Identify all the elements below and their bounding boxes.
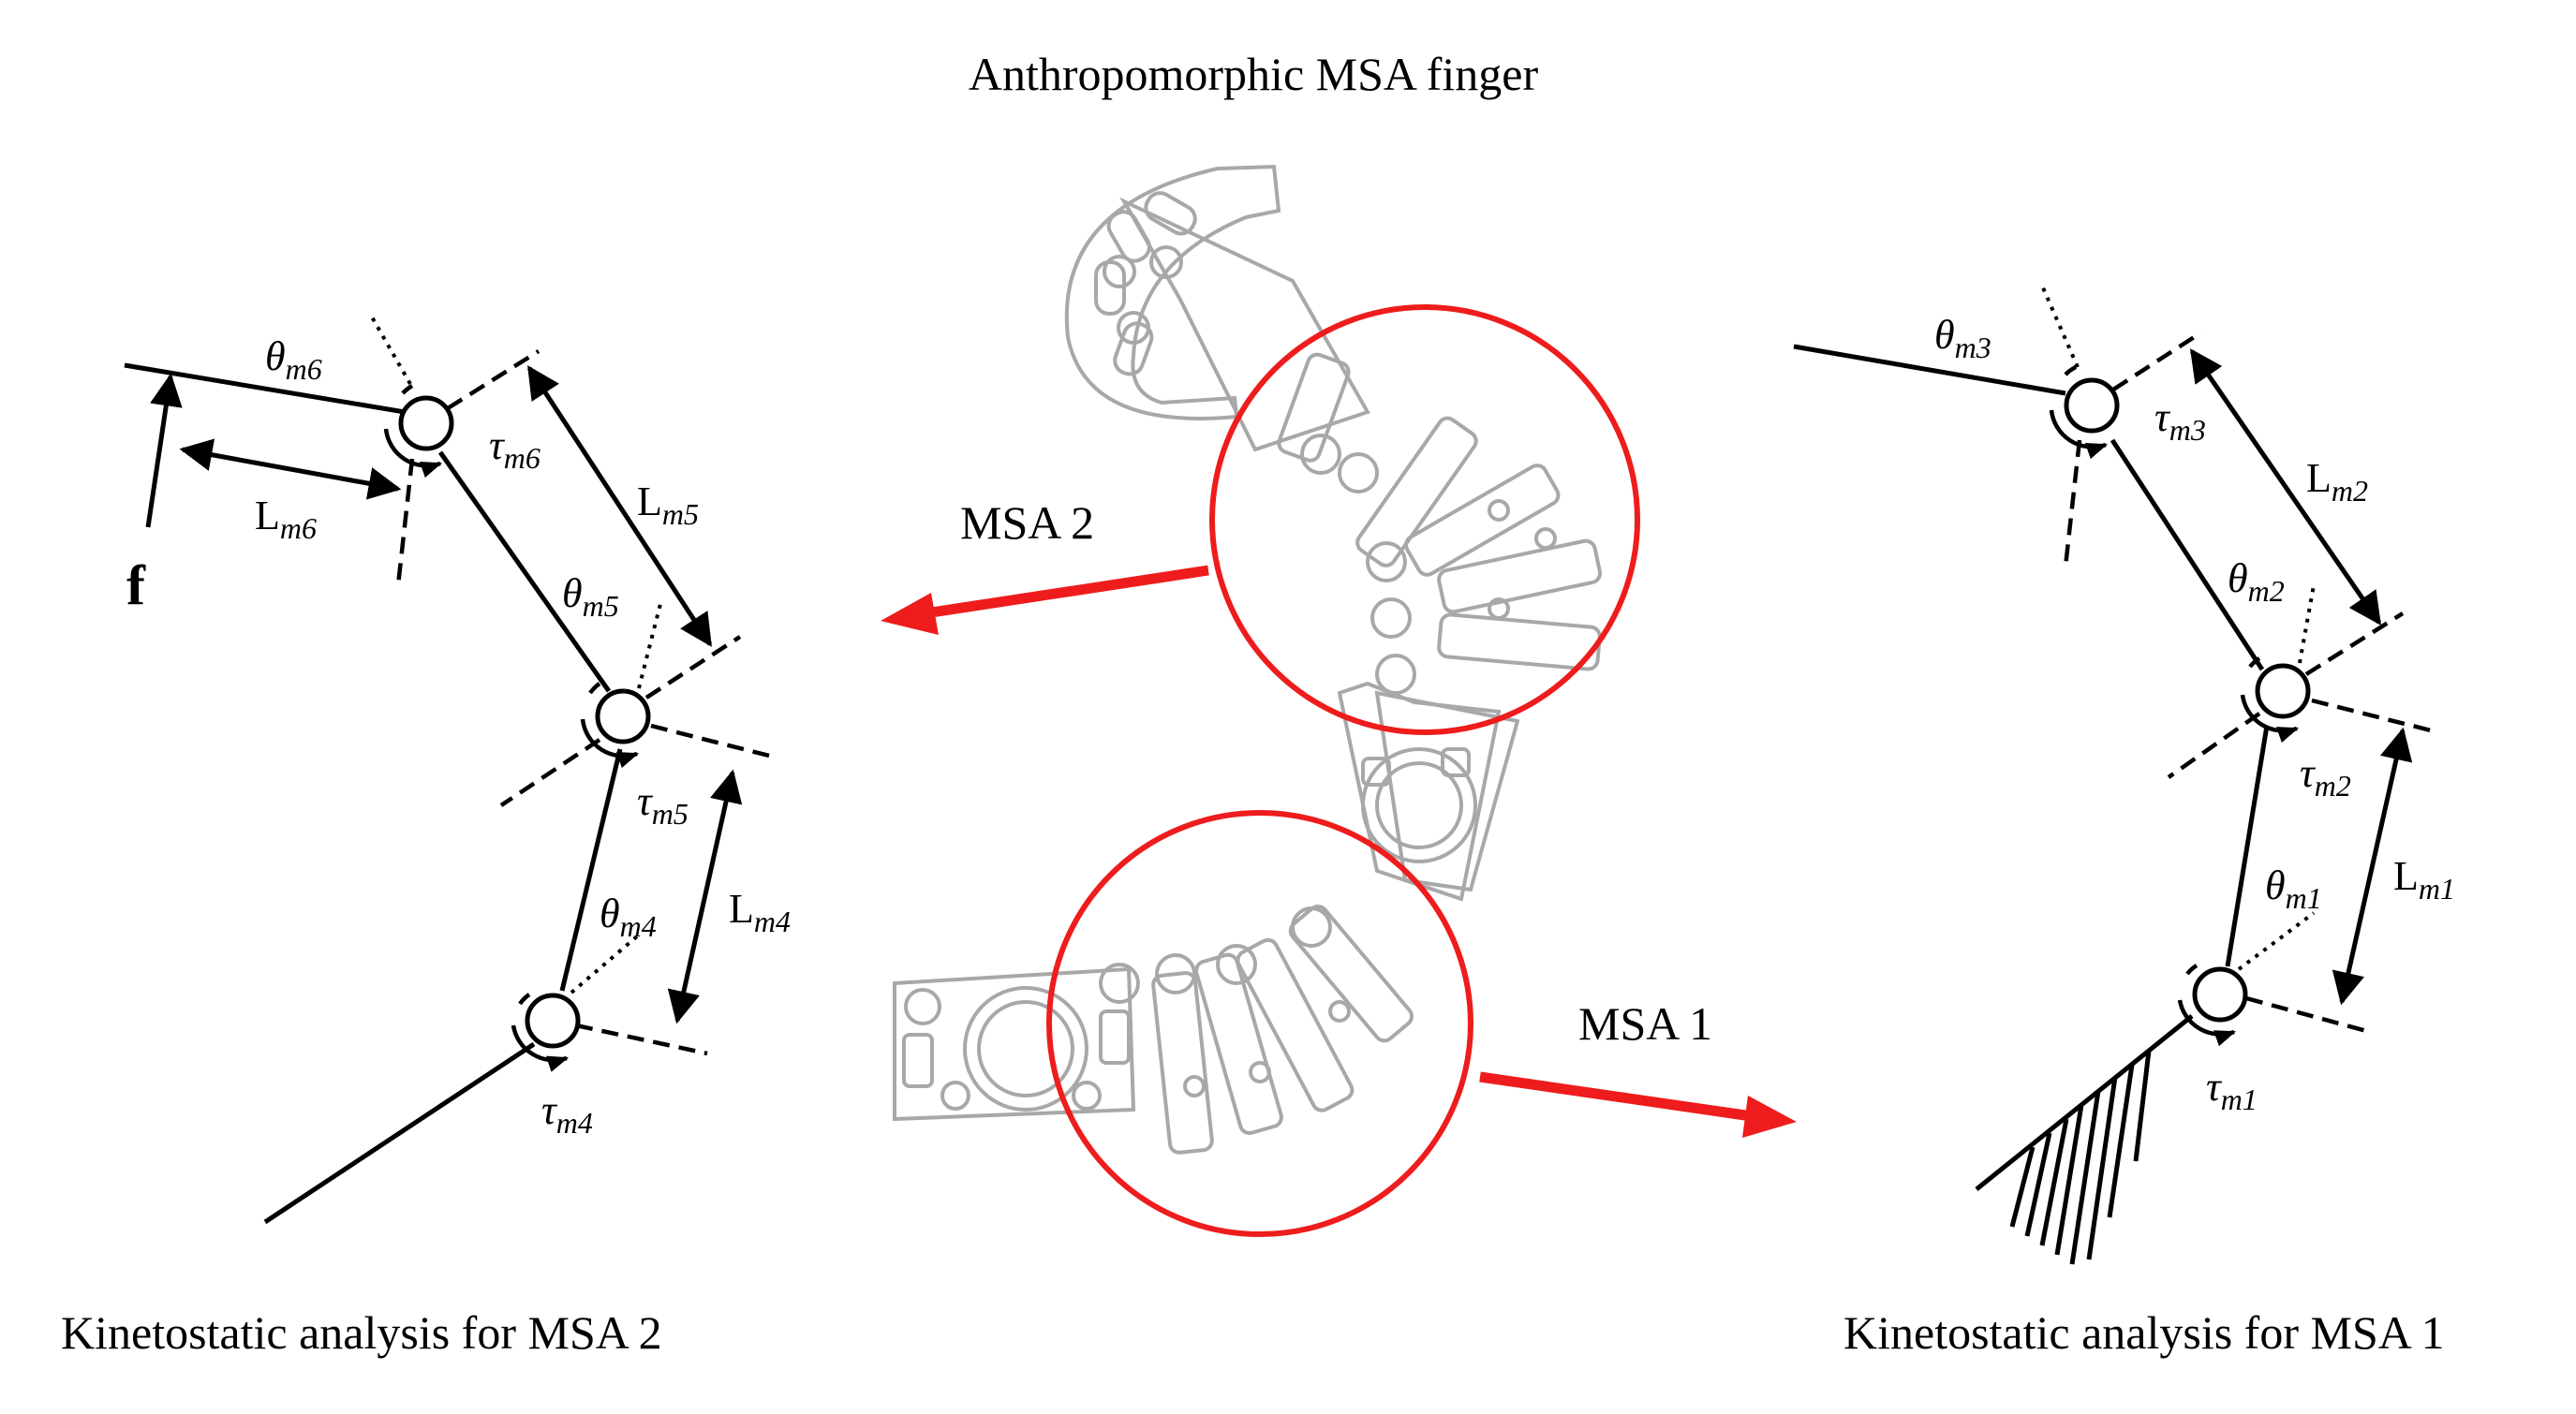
length-m2-label: Lm2 <box>2306 455 2368 508</box>
theta-m5-label: θm5 <box>562 570 619 623</box>
length-m6-label: Lm6 <box>255 493 317 545</box>
joint-m2 <box>2255 663 2311 719</box>
joint-m6 <box>398 395 454 451</box>
tau-m5-label: τm5 <box>637 778 688 831</box>
theta-m3-label: θm3 <box>1934 312 1991 364</box>
theta-m1-label: θm1 <box>2265 862 2322 915</box>
tau-m6-label: τm6 <box>489 422 540 475</box>
caption-right: Kinetostatic analysis for MSA 1 <box>1843 1306 2445 1359</box>
theta-m2-label: θm2 <box>2228 555 2285 608</box>
joint-m4 <box>525 993 581 1049</box>
figure-title: Anthropomorphic MSA finger <box>969 48 1539 100</box>
force-label: f <box>126 554 146 616</box>
msa1-arrow-shaft <box>1479 1071 1753 1122</box>
tau-m3-label: τm3 <box>2154 394 2206 447</box>
tau-m4-label: τm4 <box>541 1087 593 1140</box>
length-m1-label: Lm1 <box>2393 853 2455 906</box>
joint-m5 <box>595 688 651 744</box>
msa1-links <box>1099 905 1414 1155</box>
length-m4-label: Lm4 <box>729 886 791 938</box>
ground-hatching <box>2009 1050 2152 1265</box>
length-m5-label: Lm5 <box>637 479 699 531</box>
msa2-links <box>1277 352 1603 695</box>
tau-m2-label: τm2 <box>2300 750 2351 803</box>
finger-mechanism <box>893 164 1603 1155</box>
theta-m6-label: θm6 <box>265 333 322 386</box>
tau-m1-label: τm1 <box>2206 1064 2258 1116</box>
palm-block <box>893 966 1136 1122</box>
msa2-highlight-circle <box>1209 304 1640 735</box>
fingertip-link <box>1064 164 1281 420</box>
msa2-arrow-head <box>881 593 939 635</box>
msa1-arrow-label: MSA 1 <box>1578 997 1712 1050</box>
msa1-arrow-head <box>1742 1096 1797 1138</box>
msa1-highlight-circle <box>1046 810 1473 1237</box>
joint-m3 <box>2064 377 2120 434</box>
left-diagram-labels: f θm6 θm5 θm4 τm6 τm5 τm4 Lm6 Lm5 Lm4 <box>126 333 791 1140</box>
msa2-arrow-label: MSA 2 <box>960 496 1094 549</box>
left-kinetostatic-diagram <box>124 313 774 1225</box>
joint-m1 <box>2192 966 2248 1023</box>
theta-m4-label: θm4 <box>600 891 657 943</box>
msa2-arrow-shaft <box>925 565 1209 619</box>
right-diagram-labels: θm3 θm2 θm1 τm3 τm2 τm1 Lm2 Lm1 <box>1934 312 2455 1116</box>
right-kinetostatic-diagram <box>1793 285 2432 1265</box>
caption-left: Kinetostatic analysis for MSA 2 <box>61 1306 662 1359</box>
